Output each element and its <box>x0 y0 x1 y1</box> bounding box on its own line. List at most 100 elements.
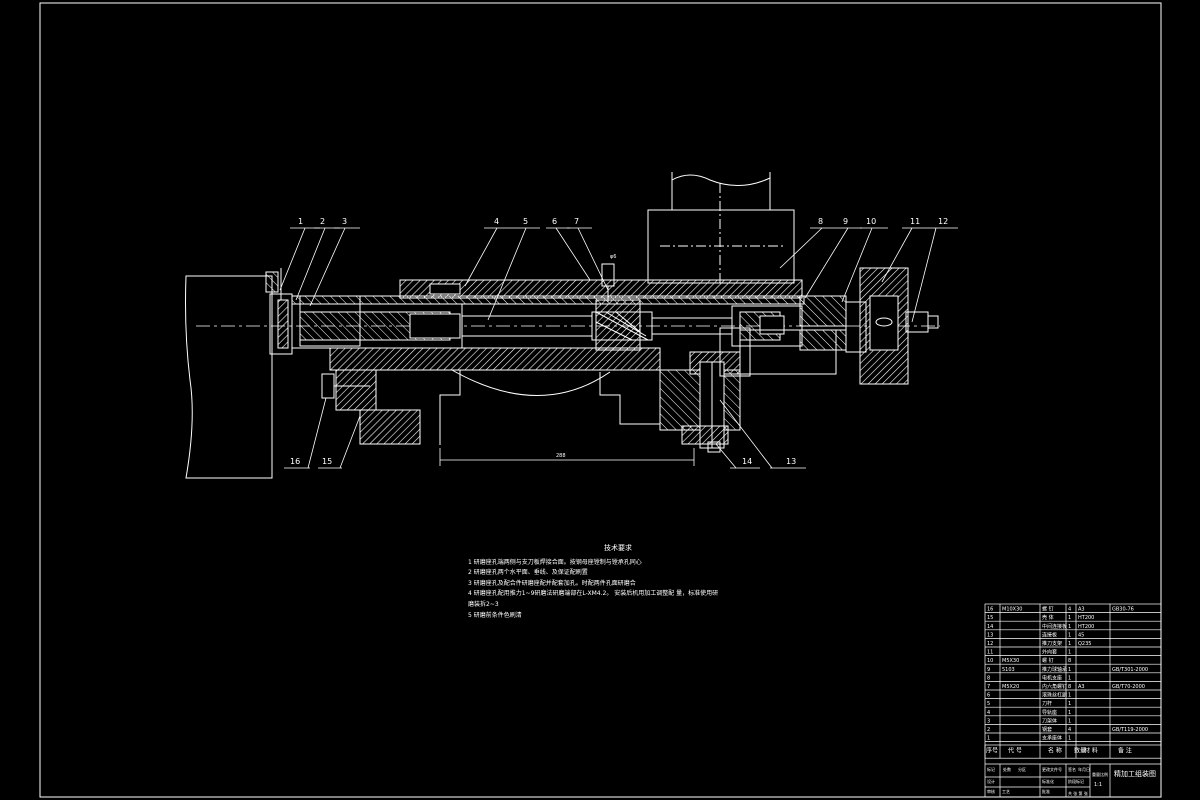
tb-cell-sign: 签名 <box>1068 766 1076 772</box>
bom-cell: 刀杆 <box>1042 700 1052 707</box>
bom-cell: 45 <box>1078 632 1084 638</box>
tb-cell-stage: 阶段标记 <box>1068 778 1084 784</box>
note-line: 4 研磨座孔配用推力1~9研磨法研磨端部在L-XM4.2。 安装后机用加工调整配… <box>468 590 719 598</box>
balloon-labels: 1 2 3 4 5 6 7 8 9 10 11 12 13 14 15 16 <box>290 217 948 466</box>
note-line: 磨装拆2~3 <box>468 600 499 608</box>
bom-cell: 5103 <box>1002 667 1015 673</box>
bom-cell: 2 <box>987 727 990 733</box>
bom-cell: 中间连接板 <box>1042 623 1067 630</box>
bom-cell: M5X20 <box>1002 684 1019 690</box>
bom-cell: 11 <box>987 650 993 656</box>
balloon-14: 14 <box>742 457 752 466</box>
bom-cell: GB/T301-2000 <box>1112 667 1148 673</box>
note-line: 5 研磨前条件色刷清 <box>468 611 522 619</box>
bom-cell: 10 <box>987 658 993 664</box>
tb-cell-approve: 批准 <box>1042 788 1050 794</box>
left-machine-body <box>185 275 273 479</box>
balloon-2: 2 <box>320 217 325 226</box>
bom-header-cell: 序号 <box>986 747 998 755</box>
balloon-9: 9 <box>843 217 848 226</box>
bom-cell: M10X30 <box>1002 607 1022 613</box>
balloon-11: 11 <box>910 217 920 226</box>
notes-title: 技术要求 <box>604 544 632 552</box>
bom-cell: 8 <box>1068 684 1071 690</box>
bom-cell: 1 <box>1068 667 1071 673</box>
balloon-12: 12 <box>938 217 948 226</box>
small-label: φ6 <box>610 254 616 260</box>
bom-cell: 1 <box>1068 693 1071 699</box>
bom-cell: A3 <box>1078 684 1085 690</box>
guide-rail <box>291 279 805 347</box>
bom-cell: 5 <box>987 701 990 707</box>
tb-cell-scale: 比例 <box>1100 771 1108 777</box>
bom-cell: HT200 <box>1078 624 1094 630</box>
bom-cell: 电机支座 <box>1042 674 1062 681</box>
bom-cell: 壳 体 <box>1042 614 1054 621</box>
bom-cell: 9 <box>987 667 990 673</box>
bom-cell: 1 <box>1068 701 1071 707</box>
bom-cell: 螺 钉 <box>1042 606 1054 613</box>
tb-cell-std: 标准化 <box>1042 778 1054 784</box>
note-line: 1 研磨座孔端两侧与支刀板焊接合面。按钢母座镗制与镗承孔同心 <box>468 558 642 566</box>
bom-cell: GB30-76 <box>1112 607 1134 613</box>
leader-lines <box>279 227 958 469</box>
bom-cell: 导轨座 <box>1042 709 1057 716</box>
bom-cell: 1 <box>1068 650 1071 656</box>
balloon-10: 10 <box>866 217 876 226</box>
balloon-6: 6 <box>552 217 557 226</box>
note-line: 2 研磨座孔两个水平面、垂线、及保证配刷置 <box>468 569 588 577</box>
bom-cell: 6 <box>987 693 990 699</box>
bom-cell: 1 <box>1068 641 1071 647</box>
bom-cell: 支承座体 <box>1042 735 1062 742</box>
left-clamp <box>265 268 463 355</box>
bom-cell: 滚珠丝杠副 <box>1042 692 1067 699</box>
bom-cell: 1 <box>1068 675 1071 681</box>
bom-cell: 7 <box>987 684 990 690</box>
balloon-13: 13 <box>786 457 796 466</box>
bom-cell: 推刀支架 <box>1042 640 1062 647</box>
tb-cell-count: 处数 <box>1003 766 1011 772</box>
bom-cell: 1 <box>1068 736 1071 742</box>
bom-cell: M5X30 <box>1002 658 1019 664</box>
bom-cell: 钢套 <box>1042 726 1052 733</box>
dimension-label: 288 <box>556 453 566 459</box>
bom-cell: A3 <box>1078 607 1085 613</box>
technical-notes: 技术要求 1 研磨座孔端两侧与支刀板焊接合面。按钢母座镗制与镗承孔同心 2 研磨… <box>468 543 768 621</box>
bom-header-cell: 数量 <box>1074 747 1086 755</box>
balloon-15: 15 <box>322 457 332 466</box>
bom-cell: 13 <box>987 632 993 638</box>
tb-cell-zone: 分区 <box>1018 766 1026 772</box>
bom-cell: 12 <box>987 641 993 647</box>
bom-cell: 4 <box>1068 727 1071 733</box>
bom-header-cell: 名 称 <box>1048 747 1062 755</box>
bom-cell: 1 <box>987 736 990 742</box>
title-block <box>984 744 1162 798</box>
bom-cell: 1 <box>1068 718 1071 724</box>
bom-cell: 4 <box>987 710 990 716</box>
balloon-8: 8 <box>818 217 823 226</box>
bom-cell: 15 <box>987 615 993 621</box>
bom-cell: 8 <box>1068 658 1071 664</box>
bom-cell: 16 <box>987 607 993 613</box>
bom-cell: 推力球轴承 <box>1042 666 1067 673</box>
tb-cell-changefile: 更改文件号 <box>1042 766 1062 772</box>
tb-cell-weight: 重量 <box>1092 771 1100 777</box>
bom-cell: 1 <box>1068 632 1071 638</box>
bom-cell: 1 <box>1068 615 1071 621</box>
tb-cell-process: 工艺 <box>1002 789 1010 794</box>
balloon-5: 5 <box>523 217 528 226</box>
drawing-title: 精加工组装图 <box>1114 769 1156 778</box>
balloon-7: 7 <box>574 217 579 226</box>
drawing-frame <box>39 2 1162 798</box>
bom-cell: 14 <box>987 624 993 630</box>
tb-cell-date: 年月日 <box>1078 766 1090 772</box>
lower-housing <box>329 327 837 449</box>
balloon-1: 1 <box>298 217 303 226</box>
balloon-16: 16 <box>290 457 300 466</box>
right-bearing <box>799 267 939 385</box>
bom-cell: 刀架体 <box>1042 717 1057 724</box>
tb-cell-mark: 标记 <box>987 766 995 772</box>
bom-header-cell: 材 料 <box>1084 747 1098 755</box>
